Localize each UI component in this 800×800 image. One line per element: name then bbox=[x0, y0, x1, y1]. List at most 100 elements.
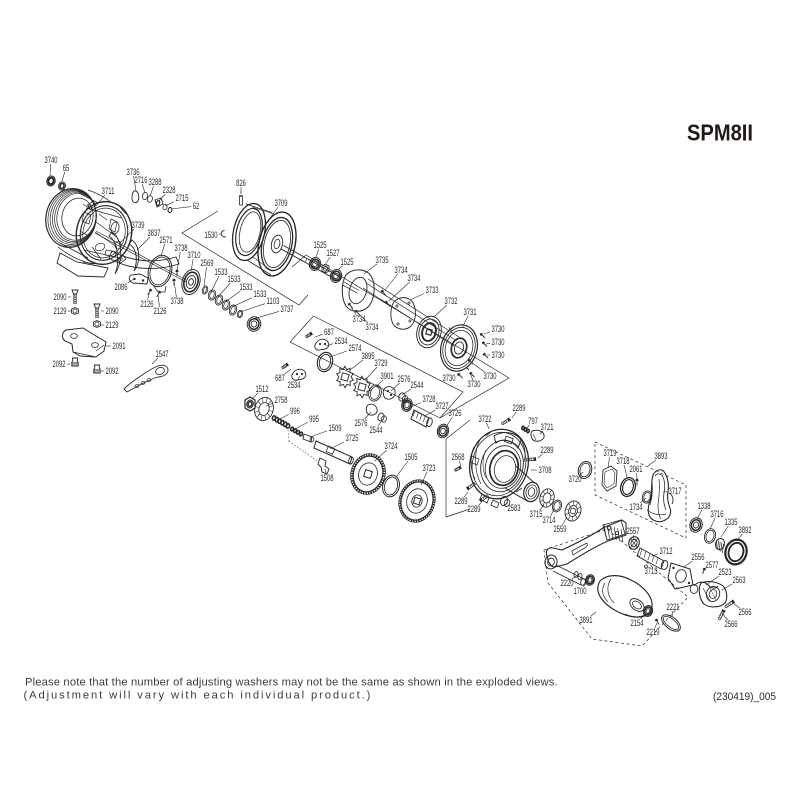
svg-text:3729: 3729 bbox=[375, 357, 388, 368]
svg-text:3718: 3718 bbox=[617, 455, 630, 466]
svg-text:2129: 2129 bbox=[54, 305, 67, 316]
svg-text:2221: 2221 bbox=[667, 601, 680, 612]
svg-text:1533: 1533 bbox=[215, 266, 228, 277]
svg-text:1509: 1509 bbox=[329, 422, 342, 433]
svg-text:3731: 3731 bbox=[464, 306, 477, 317]
svg-text:2576: 2576 bbox=[398, 373, 411, 384]
svg-text:(Adjustment will vary with eac: (Adjustment will vary with each individu… bbox=[24, 690, 373, 702]
svg-text:3711: 3711 bbox=[102, 185, 115, 196]
svg-text:3717: 3717 bbox=[669, 485, 682, 496]
svg-text:3734: 3734 bbox=[366, 321, 379, 332]
svg-text:2534: 2534 bbox=[288, 379, 301, 390]
svg-text:826: 826 bbox=[236, 177, 246, 188]
svg-text:62: 62 bbox=[193, 200, 200, 211]
svg-text:3713: 3713 bbox=[645, 565, 658, 576]
svg-text:1533: 1533 bbox=[228, 273, 241, 284]
svg-text:3710: 3710 bbox=[188, 249, 201, 260]
svg-text:2129: 2129 bbox=[106, 319, 119, 330]
svg-text:1525: 1525 bbox=[314, 239, 327, 250]
svg-text:2328: 2328 bbox=[163, 184, 176, 195]
svg-text:3737: 3737 bbox=[281, 303, 294, 314]
svg-text:2091: 2091 bbox=[113, 340, 126, 351]
svg-text:2559: 2559 bbox=[554, 523, 567, 534]
svg-text:2219: 2219 bbox=[647, 626, 660, 637]
svg-text:2544: 2544 bbox=[370, 424, 383, 435]
svg-text:2716: 2716 bbox=[135, 174, 148, 185]
svg-text:3893: 3893 bbox=[655, 450, 668, 461]
svg-text:3714: 3714 bbox=[543, 514, 556, 525]
svg-text:1338: 1338 bbox=[698, 500, 711, 511]
svg-text:2289: 2289 bbox=[541, 444, 554, 455]
svg-text:3721: 3721 bbox=[541, 421, 554, 432]
svg-text:3736: 3736 bbox=[127, 166, 140, 177]
svg-text:1103: 1103 bbox=[267, 295, 280, 306]
svg-text:3725: 3725 bbox=[346, 432, 359, 443]
svg-text:2126: 2126 bbox=[154, 305, 167, 316]
svg-text:3716: 3716 bbox=[711, 508, 724, 519]
svg-text:1530: 1530 bbox=[205, 229, 218, 240]
svg-text:687: 687 bbox=[275, 372, 285, 383]
svg-text:2577: 2577 bbox=[706, 559, 719, 570]
svg-text:995: 995 bbox=[309, 413, 319, 424]
svg-text:3712: 3712 bbox=[660, 545, 673, 556]
svg-text:1533: 1533 bbox=[240, 281, 253, 292]
svg-text:3715: 3715 bbox=[530, 508, 543, 519]
svg-text:2086: 2086 bbox=[115, 281, 128, 292]
svg-text:687: 687 bbox=[324, 326, 334, 337]
svg-text:3734: 3734 bbox=[353, 313, 366, 324]
svg-text:3722: 3722 bbox=[479, 413, 492, 424]
svg-text:2544: 2544 bbox=[411, 379, 424, 390]
svg-text:3730: 3730 bbox=[443, 372, 456, 383]
svg-text:1527: 1527 bbox=[327, 247, 340, 258]
svg-text:SPM8II: SPM8II bbox=[687, 120, 753, 146]
svg-text:3727: 3727 bbox=[436, 400, 449, 411]
svg-text:2534: 2534 bbox=[335, 335, 348, 346]
svg-text:1505: 1505 bbox=[405, 451, 418, 462]
svg-text:3892: 3892 bbox=[739, 524, 752, 535]
svg-text:2220: 2220 bbox=[561, 577, 574, 588]
svg-text:3730: 3730 bbox=[484, 370, 497, 381]
svg-text:2571: 2571 bbox=[160, 234, 173, 245]
svg-text:1700: 1700 bbox=[574, 585, 587, 596]
svg-text:1525: 1525 bbox=[341, 256, 354, 267]
svg-text:3709: 3709 bbox=[275, 197, 288, 208]
svg-text:2092: 2092 bbox=[106, 365, 119, 376]
svg-text:1547: 1547 bbox=[156, 348, 169, 359]
svg-text:3730: 3730 bbox=[492, 349, 505, 360]
svg-text:3726: 3726 bbox=[449, 407, 462, 418]
svg-text:3720: 3720 bbox=[569, 473, 582, 484]
svg-text:2569: 2569 bbox=[201, 257, 214, 268]
svg-text:Please note that the number of: Please note that the number of adjusting… bbox=[25, 677, 558, 689]
svg-text:797: 797 bbox=[528, 415, 538, 426]
svg-text:3730: 3730 bbox=[492, 336, 505, 347]
svg-text:3734: 3734 bbox=[395, 264, 408, 275]
svg-text:2556: 2556 bbox=[692, 551, 705, 562]
svg-text:2523: 2523 bbox=[719, 566, 732, 577]
svg-text:3728: 3728 bbox=[423, 393, 436, 404]
svg-text:2574: 2574 bbox=[349, 342, 362, 353]
svg-text:3724: 3724 bbox=[385, 440, 398, 451]
svg-text:2289: 2289 bbox=[468, 503, 481, 514]
svg-text:3738: 3738 bbox=[175, 242, 188, 253]
svg-text:(230419)_005: (230419)_005 bbox=[713, 691, 776, 703]
svg-text:3895: 3895 bbox=[362, 350, 375, 361]
svg-text:3738: 3738 bbox=[171, 295, 184, 306]
svg-text:2576: 2576 bbox=[355, 417, 368, 428]
svg-text:3740: 3740 bbox=[45, 154, 58, 165]
svg-text:3719: 3719 bbox=[604, 447, 617, 458]
svg-text:1508: 1508 bbox=[321, 472, 334, 483]
svg-text:3901: 3901 bbox=[381, 370, 394, 381]
svg-text:3723: 3723 bbox=[423, 462, 436, 473]
svg-text:65: 65 bbox=[63, 162, 70, 173]
svg-text:3730: 3730 bbox=[468, 378, 481, 389]
svg-text:2566: 2566 bbox=[739, 606, 752, 617]
svg-text:2090: 2090 bbox=[106, 305, 119, 316]
svg-text:2289: 2289 bbox=[455, 495, 468, 506]
svg-text:996: 996 bbox=[290, 405, 300, 416]
svg-text:3708: 3708 bbox=[539, 464, 552, 475]
svg-text:2090: 2090 bbox=[54, 291, 67, 302]
svg-text:3733: 3733 bbox=[426, 284, 439, 295]
svg-text:1734: 1734 bbox=[630, 501, 643, 512]
svg-text:2583: 2583 bbox=[508, 502, 521, 513]
svg-text:2563: 2563 bbox=[733, 574, 746, 585]
